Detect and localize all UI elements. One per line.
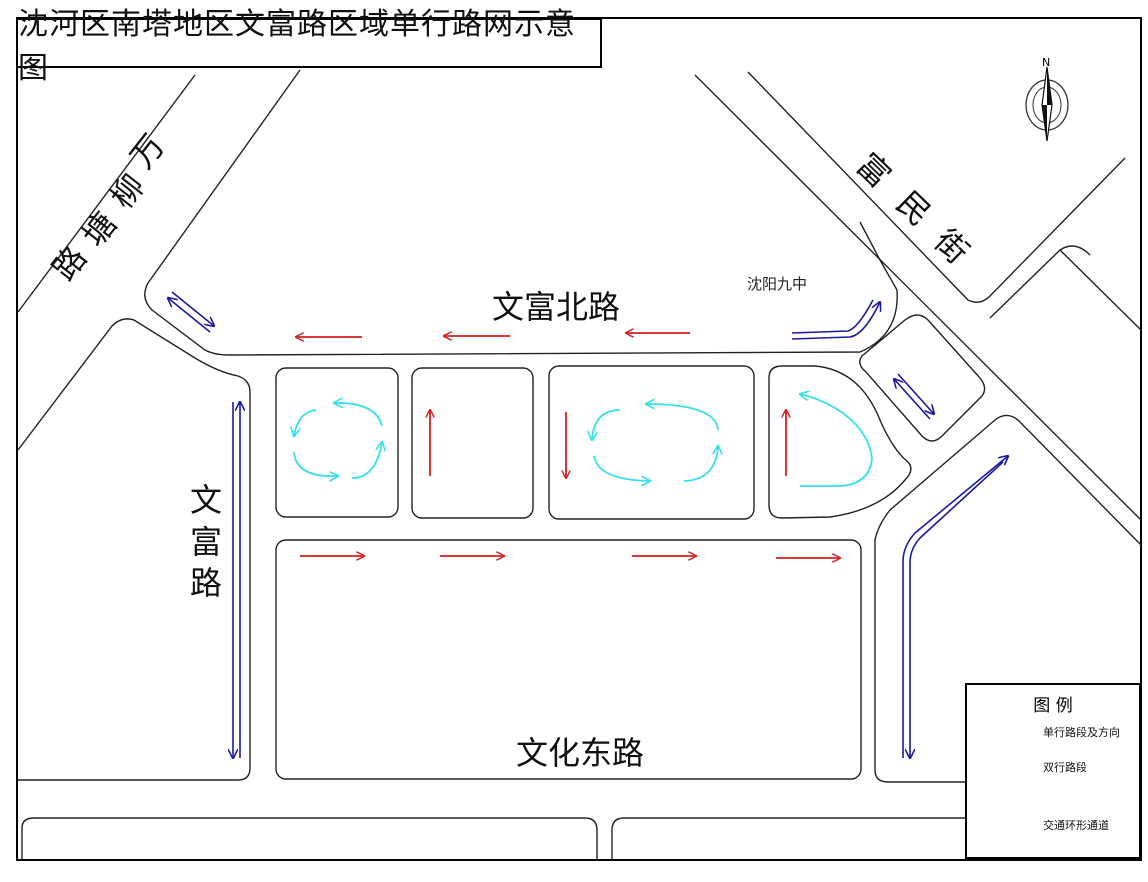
legend-one-way-label: 单行路段及方向 <box>1043 726 1120 739</box>
road-label-wenhua-east: 文化东路 <box>516 734 645 772</box>
road-edges <box>17 69 1142 860</box>
landmark-label: 沈阳九中 <box>747 275 808 293</box>
block-a <box>275 367 399 518</box>
road-label-fumin: 富 民 街 <box>848 145 977 272</box>
fumin-street-north-edge <box>747 71 1126 303</box>
wanliutang-road-west-edge <box>17 74 196 313</box>
map-legend: 图 例 单行路段及方向 双行路段 交通环形通道 <box>965 683 1141 859</box>
block-b <box>411 367 534 519</box>
block-wenhua <box>275 539 862 780</box>
road-label-wenfu: 文 富 路 <box>190 481 223 603</box>
road-label-wanliutang: 万 柳 塘 路 <box>44 126 173 288</box>
wanliutang-road-east-edge <box>147 69 301 284</box>
city-blocks <box>275 365 912 780</box>
north-compass-icon: N <box>1016 55 1078 145</box>
fumin-street-south-edge <box>694 74 1142 521</box>
map-title: 沈河区南塔地区文富路区域单行路网示意图 <box>16 7 602 86</box>
compass-north-label: N <box>1042 56 1050 69</box>
block-c <box>548 365 755 520</box>
legend-title: 图 例 <box>1033 696 1073 716</box>
block-d <box>768 365 912 519</box>
triangle-island <box>859 314 986 442</box>
legend-two-way-label: 双行路段 <box>1043 761 1087 774</box>
legend-loop-label: 交通环形通道 <box>1043 819 1109 832</box>
road-label-wenfu-north: 文富北路 <box>492 288 621 326</box>
